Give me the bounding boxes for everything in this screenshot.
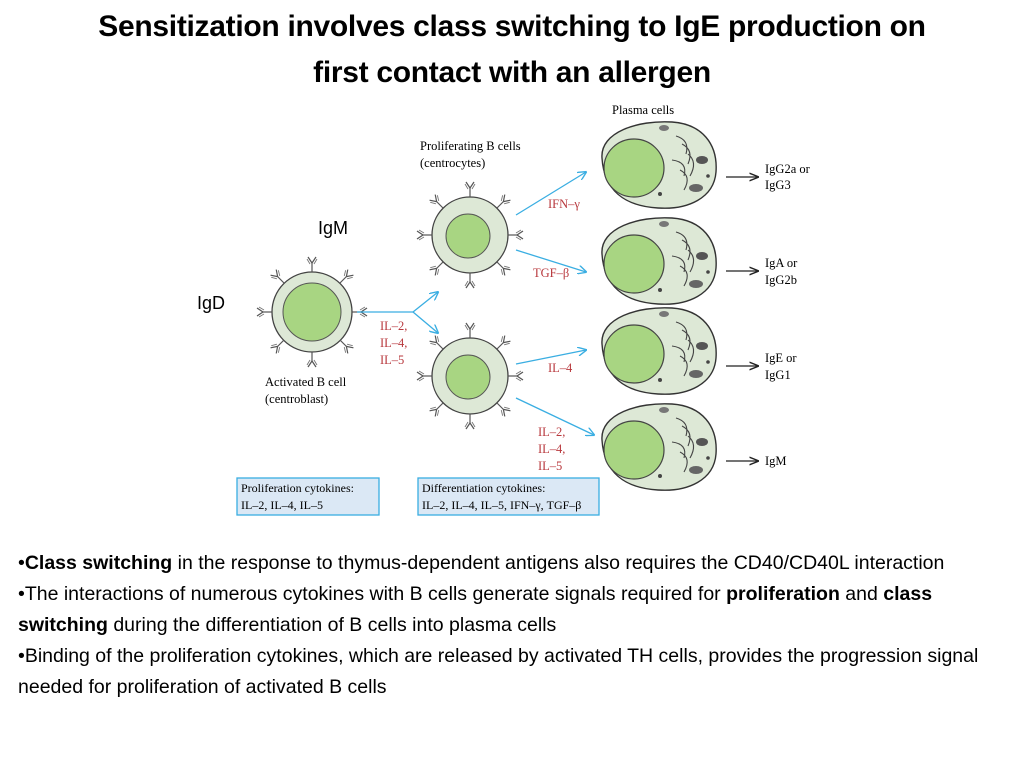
activated-label-2: (centroblast) <box>265 392 328 406</box>
differentiation-cytokines-box: Differentiation cytokines: IL–2, IL–4, I… <box>417 477 600 516</box>
igm-label: IgM <box>318 218 348 238</box>
proliferation-cytokines-box: Proliferation cytokines: IL–2, IL–4, IL–… <box>236 477 380 516</box>
plasma-cell-3 <box>601 307 717 395</box>
prolif-box-items: IL–2, IL–4, IL–5 <box>241 498 323 512</box>
title-line-2: first contact with an allergen <box>313 56 711 89</box>
output-3-line-1: IgE or <box>765 351 797 365</box>
bullet-text: in the response to thymus-dependent anti… <box>172 552 945 574</box>
bullet-text: during the differentiation of B cells in… <box>107 614 557 636</box>
output-2-line-1: IgA or <box>765 256 798 270</box>
output-2-line-2: IgG2b <box>765 273 797 287</box>
igd-label: IgD <box>197 293 225 313</box>
output-1-line-1: IgG2a or <box>765 162 811 176</box>
il-bottom-2: IL–4, <box>538 442 565 456</box>
bullet-item: •The interactions of numerous cytokines … <box>18 579 1013 641</box>
proliferating-label-1: Proliferating B cells <box>420 139 521 153</box>
il-left-2: IL–4, <box>380 336 407 350</box>
output-arrows <box>726 177 758 461</box>
output-4-line-1: IgM <box>765 454 787 468</box>
bullet-item: •Class switching in the response to thym… <box>18 548 1013 579</box>
activated-label-1: Activated B cell <box>265 375 347 389</box>
proliferating-cell-top <box>416 181 524 289</box>
plasma-cell-1 <box>601 121 717 209</box>
il-left-3: IL–5 <box>380 353 404 367</box>
proliferating-cell-bottom <box>416 322 524 430</box>
differentiation-arrows <box>515 172 594 435</box>
bullet-list: •Class switching in the response to thym… <box>18 548 1013 703</box>
cytokine-labels: IFN–γ TGF–β IL–4 IL–2, IL–4, IL–5 <box>533 197 580 473</box>
bullet-marker: • <box>18 645 25 667</box>
bullet-bold: proliferation <box>726 583 840 605</box>
bullet-item: •Binding of the proliferation cytokines,… <box>18 641 1013 703</box>
bullet-marker: • <box>18 583 25 605</box>
plasma-cell-2 <box>601 217 717 305</box>
diff-box-items: IL–2, IL–4, IL–5, IFN–γ, TGF–β <box>422 498 581 512</box>
slide-title: Sensitization involves class switching t… <box>0 4 1024 96</box>
plasma-cell-4 <box>601 403 717 491</box>
split-arrows <box>357 292 438 333</box>
proliferating-label-2: (centrocytes) <box>420 156 485 170</box>
activated-b-cell <box>256 256 368 368</box>
title-line-1: Sensitization involves class switching t… <box>98 10 926 43</box>
diff-box-title: Differentiation cytokines: <box>422 481 545 495</box>
bullet-bold: Class switching <box>24 552 173 574</box>
bullet-text: The interactions of numerous cytokines w… <box>24 583 727 605</box>
il-bottom-1: IL–2, <box>538 425 565 439</box>
class-switching-diagram: Activated B cell (centroblast) IgM IgD I… <box>197 103 811 516</box>
bullet-text: Binding of the proliferation cytokines, … <box>18 645 979 698</box>
il-bottom-3: IL–5 <box>538 459 562 473</box>
bullet-marker: • <box>18 552 25 574</box>
tgf-label: TGF–β <box>533 266 569 280</box>
ifn-label: IFN–γ <box>548 197 580 211</box>
il-left-labels: IL–2, IL–4, IL–5 <box>380 319 407 367</box>
output-1-line-2: IgG3 <box>765 178 791 192</box>
il4-label: IL–4 <box>548 361 573 375</box>
bullet-text: and <box>839 583 884 605</box>
bullet-bold: class switching <box>18 583 933 636</box>
output-3-line-2: IgG1 <box>765 368 791 382</box>
il-left-1: IL–2, <box>380 319 407 333</box>
prolif-box-title: Proliferation cytokines: <box>241 481 354 495</box>
output-labels: IgG2a or IgG3 IgA or IgG2b IgE or IgG1 I… <box>765 162 811 468</box>
plasma-cells-label: Plasma cells <box>612 103 674 117</box>
